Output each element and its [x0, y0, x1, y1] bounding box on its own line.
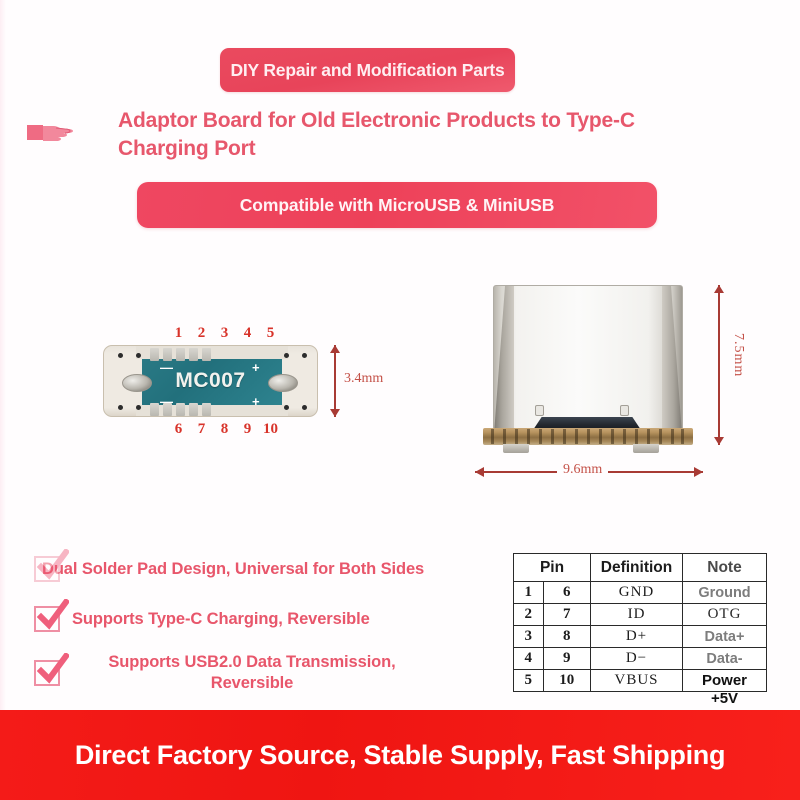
pcb-marking-plus: +: [252, 360, 260, 375]
pcb-pin-label: 5: [266, 325, 275, 341]
banner-text: Direct Factory Source, Stable Supply, Fa…: [74, 739, 726, 770]
cell-definition: GND: [590, 581, 683, 604]
pcb-via: [136, 405, 141, 410]
usbc-connector-image: [475, 285, 700, 453]
pcb-height-dimension: 3.4mm: [328, 345, 394, 417]
table-header-row: Pin Definition Note: [513, 553, 767, 582]
pcb-pin-labels-bottom: 6 7 8 9 10: [167, 421, 282, 438]
feature-label: Supports USB2.0 Data Transmission, Rever…: [108, 653, 396, 692]
pcb-via: [136, 353, 141, 358]
usbc-height-value: 7.5mm: [731, 333, 746, 378]
feature-label: Supports Type-C Charging, Reversible: [72, 609, 370, 628]
cell-definition: VBUS: [590, 669, 683, 692]
feature-item-dual-solder-pad: Dual Solder Pad Design, Universal for Bo…: [34, 549, 494, 588]
feature-list: Dual Solder Pad Design, Universal for Bo…: [34, 549, 494, 694]
pcb-pin-label: 9: [243, 421, 252, 437]
usbc-shield-notch: [620, 405, 629, 416]
table-header-note: Note: [682, 553, 767, 582]
cell-definition: D−: [590, 647, 683, 670]
pcb-marking-minus: —: [160, 394, 173, 409]
pcb-via: [284, 353, 289, 358]
pcb-board-image: — — + + MC007: [103, 345, 318, 417]
cell-pin-b: 7: [542, 603, 592, 626]
usbc-shield-bevel-right: [662, 286, 682, 434]
cell-definition: D+: [590, 625, 683, 648]
pcb-pin-label: 2: [197, 325, 206, 341]
cell-pin-b: 6: [542, 581, 592, 604]
table-header-definition: Definition: [590, 553, 683, 582]
pcb-solder-pad-right: [268, 374, 298, 392]
cell-pin-a: 5: [513, 669, 544, 692]
pcb-solder-pad-left: [122, 374, 152, 392]
feature-item-usb2-data: Supports USB2.0 Data Transmission, Rever…: [34, 652, 494, 694]
pcb-pin-label: 1: [174, 325, 183, 341]
cell-definition: ID: [590, 603, 683, 626]
cell-pin-a: 3: [513, 625, 544, 648]
usbc-pin-row: [483, 428, 693, 445]
cell-note-sub: +5V: [710, 690, 739, 707]
dimension-arrow-vertical: [331, 345, 339, 417]
pcb-pads-top: [150, 348, 211, 361]
pcb-pin-label: 3: [220, 325, 229, 341]
badge-compatibility: Compatible with MicroUSB & MiniUSB: [137, 182, 657, 228]
cell-pin-b: 9: [542, 647, 592, 670]
cell-pin-b: 10: [542, 669, 592, 692]
table-row: 1 6 GND Ground: [513, 581, 767, 604]
usbc-mount-foot: [633, 444, 659, 453]
pcb-pin-label: 6: [174, 421, 183, 437]
cell-note-main: Power: [701, 672, 747, 689]
cell-note: Data+: [682, 625, 767, 648]
cell-note: OTG: [682, 603, 767, 626]
pcb-via: [284, 405, 289, 410]
pin-definition-table: Pin Definition Note 1 6 GND Ground 2 7 I…: [513, 553, 767, 707]
pcb-via: [118, 405, 123, 410]
cell-pin-a: 1: [513, 581, 544, 604]
checkbox-checked-icon: [34, 549, 69, 582]
usbc-shield-notch: [535, 405, 544, 416]
table-header-pin: Pin: [513, 553, 591, 582]
usbc-metal-shield: [493, 285, 683, 434]
usbc-connector-figure: 7.5mm 9.6mm: [460, 275, 760, 490]
table-row: 5 10 VBUS Power +5V: [513, 669, 767, 707]
usbc-shield-bevel-left: [494, 286, 514, 434]
table-row: 4 9 D− Data-: [513, 647, 767, 670]
cell-note: Data-: [682, 647, 767, 670]
usbc-mount-foot: [503, 444, 529, 453]
pcb-via: [302, 405, 307, 410]
cell-pin-b: 8: [542, 625, 592, 648]
pcb-pads-bottom: [150, 403, 211, 416]
pcb-via: [302, 353, 307, 358]
checkbox-checked-icon: [34, 599, 69, 632]
usbc-width-dimension: 9.6mm: [475, 460, 703, 486]
badge-diy-repair: DIY Repair and Modification Parts: [220, 48, 515, 92]
pcb-marking-plus: +: [252, 394, 260, 409]
pcb-pin-label: 7: [197, 421, 206, 437]
pcb-pin-labels-top: 1 2 3 4 5: [167, 325, 282, 342]
checkbox-checked-icon: [34, 653, 69, 686]
pcb-silkscreen-text: MC007: [175, 369, 246, 392]
pcb-marking-minus: —: [160, 360, 173, 375]
page-edge-tint: [0, 0, 6, 800]
cell-pin-a: 4: [513, 647, 544, 670]
bottom-banner: Direct Factory Source, Stable Supply, Fa…: [0, 710, 800, 800]
cell-note: Power +5V: [682, 669, 767, 707]
dimension-arrow-vertical: [715, 285, 723, 445]
usbc-height-dimension: 7.5mm: [708, 285, 758, 445]
pcb-pin-label: 8: [220, 421, 229, 437]
pcb-pin-label: 10: [263, 421, 278, 437]
usbc-tongue: [533, 417, 641, 430]
usbc-width-value: 9.6mm: [557, 462, 609, 478]
page-title: Adaptor Board for Old Electronic Product…: [118, 109, 635, 160]
pointing-hand-icon: [26, 116, 82, 146]
table-row: 3 8 D+ Data+: [513, 625, 767, 648]
pcb-product-figure: 1 2 3 4 5 — — + + MC007 6 7 8 9 10: [95, 325, 395, 450]
cell-note: Ground: [682, 581, 767, 604]
pcb-height-value: 3.4mm: [344, 371, 384, 386]
feature-item-typec-charging: Supports Type-C Charging, Reversible: [34, 599, 494, 638]
cell-pin-a: 2: [513, 603, 544, 626]
table-row: 2 7 ID OTG: [513, 603, 767, 626]
pcb-pin-label: 4: [243, 325, 252, 341]
feature-label: Dual Solder Pad Design, Universal for Bo…: [42, 559, 425, 578]
pcb-via: [118, 353, 123, 358]
